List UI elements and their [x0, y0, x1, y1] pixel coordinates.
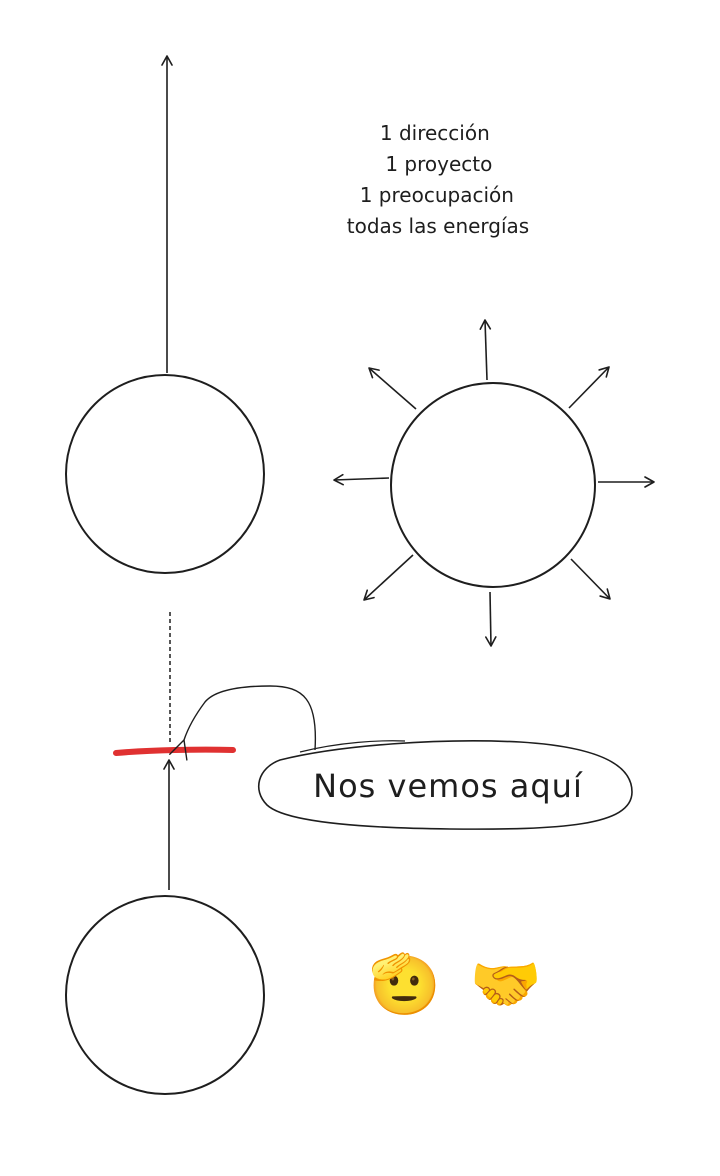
note-line-2: 1 proyecto: [385, 152, 492, 176]
arrow-down-right: [570, 558, 611, 600]
focused-circle: [65, 374, 265, 574]
scattered-circle: [390, 382, 596, 588]
arrow-up-left: [368, 367, 417, 410]
arrow-left: [333, 473, 390, 486]
note-line-1: 1 dirección: [380, 121, 490, 145]
note-line-3: 1 preocupación: [360, 183, 514, 207]
note-line-4: todas las energías: [347, 214, 529, 238]
callout-bubble-overlap: [299, 740, 406, 753]
arrow-up-right: [568, 366, 610, 409]
note-text: 1 dirección 1 proyecto 1 preocupación to…: [347, 121, 529, 238]
callout-text: Nos vemos aquí: [313, 767, 583, 805]
handshake-emoji: 🤝: [470, 950, 542, 1018]
arrow-up: [479, 319, 492, 381]
salute-emoji: 🫡: [369, 950, 441, 1018]
focused-circle-group: [65, 55, 265, 574]
arrow-down: [485, 591, 497, 647]
callout-bubble: [258, 740, 633, 830]
scattered-circle-group: [333, 319, 655, 647]
bottom-circle: [65, 895, 265, 1095]
bottom-circle-group: [65, 759, 265, 1095]
arrow-down-left: [363, 554, 414, 601]
callout-pointer-arrow: [169, 685, 317, 761]
target-marker: [113, 746, 236, 756]
